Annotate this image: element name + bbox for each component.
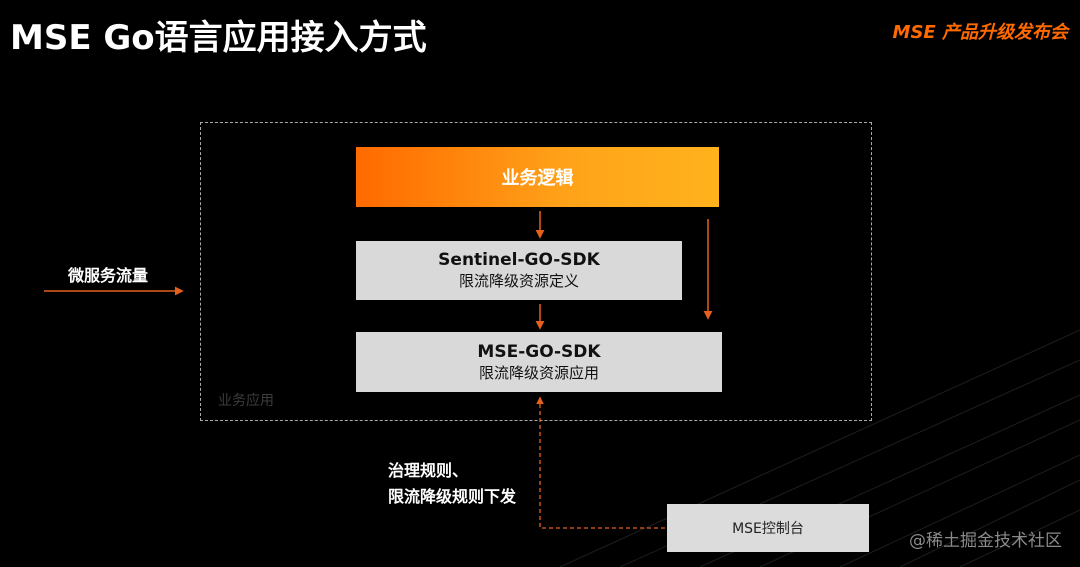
sentinel-go-sdk-title: Sentinel-GO-SDK — [438, 250, 600, 270]
watermark: @稀土掘金技术社区 — [909, 531, 1062, 551]
event-brand: MSE 产品升级发布会 — [892, 22, 1068, 43]
rules-label-line1: 治理规则、 — [388, 461, 469, 480]
sentinel-go-sdk-subtitle: 限流降级资源定义 — [458, 272, 579, 290]
rules-label-line2: 限流降级规则下发 — [388, 487, 517, 506]
mse-console-box: MSE控制台 — [667, 504, 869, 552]
business-application-container — [200, 122, 872, 421]
mse-go-sdk-subtitle: 限流降级资源应用 — [478, 363, 599, 382]
mse-console-label: MSE控制台 — [732, 521, 804, 537]
business-application-label: 业务应用 — [218, 393, 274, 409]
rules-distribution-label: 治理规则、 限流降级规则下发 — [388, 458, 516, 510]
mse-go-sdk-title: MSE-GO-SDK — [477, 341, 601, 362]
mse-go-sdk-box: MSE-GO-SDK 限流降级资源应用 — [356, 332, 722, 392]
page-title: MSE Go语言应用接入方式 — [10, 18, 427, 58]
microservice-traffic-label: 微服务流量 — [68, 266, 149, 285]
sentinel-go-sdk-box: Sentinel-GO-SDK 限流降级资源定义 — [356, 241, 682, 300]
business-logic-label: 业务逻辑 — [501, 168, 574, 189]
business-logic-box: 业务逻辑 — [356, 147, 719, 207]
